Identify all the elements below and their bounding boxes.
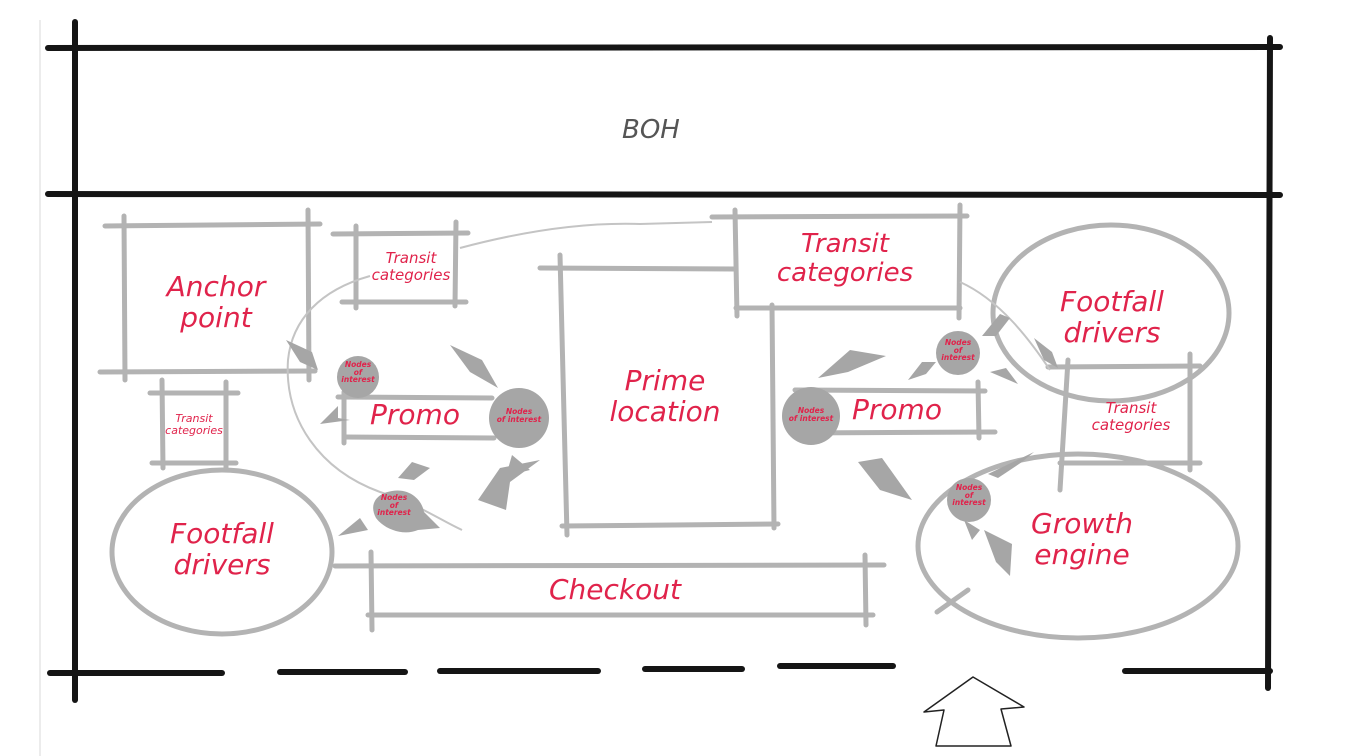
- node-label-2-text: Nodes of interest: [496, 407, 542, 424]
- entrance-arrow-icon: [923, 676, 1025, 747]
- node-label-1: Nodes of interest: [338, 361, 378, 384]
- footfall-drivers-right-label: Footfall drivers: [1040, 286, 1184, 349]
- promo-left-label: Promo: [370, 398, 460, 431]
- growth-engine-label: Growth engine: [1014, 508, 1150, 571]
- node-label-3-text: Nodes of interest: [377, 493, 411, 517]
- node-of-interest-5: [936, 331, 980, 375]
- footfall-drivers-right-text: Footfall drivers: [1060, 285, 1164, 350]
- anchor-point-label: Anchor point: [157, 271, 275, 334]
- transit-left-text: Transit categories: [165, 412, 223, 438]
- transit-top-left-fixture: [330, 219, 471, 311]
- transit-left-fixture: [147, 377, 241, 473]
- node-label-4: Nodes of interest: [783, 407, 839, 422]
- node-label-6-text: Nodes of interest: [952, 483, 986, 507]
- transit-right-text: Transit categories: [1091, 399, 1171, 434]
- prime-location-text: Prime location: [609, 364, 721, 429]
- footfall-drivers-left-label: Footfall drivers: [150, 518, 294, 581]
- node-of-interest-1: [337, 356, 379, 398]
- store-walls: [45, 19, 1283, 703]
- transit-top-left-label: Transit categories: [355, 250, 467, 284]
- transit-right-label: Transit categories: [1072, 400, 1190, 434]
- growth-engine-text: Growth engine: [1031, 507, 1133, 572]
- footfall-drivers-right-fixture: [990, 222, 1232, 404]
- node-label-5-text: Nodes of interest: [941, 338, 975, 362]
- anchor-point-fixture: [97, 207, 323, 383]
- node-label-4-text: Nodes of interest: [788, 406, 834, 423]
- transit-left-label: Transit categories: [158, 412, 230, 438]
- node-label-5: Nodes of interest: [938, 339, 978, 362]
- node-of-interest-3: [373, 490, 440, 533]
- footfall-drivers-left-fixture: [109, 467, 335, 637]
- prime-location-label: Prime location: [590, 365, 740, 428]
- transit-top-right-label: Transit categories: [760, 229, 930, 289]
- promo-right-label: Promo: [852, 393, 942, 426]
- node-of-interest-6: [947, 478, 991, 522]
- growth-engine-fixture: [915, 451, 1241, 641]
- transit-top-left-text: Transit categories: [371, 249, 451, 284]
- anchor-point-text: Anchor point: [166, 270, 266, 335]
- prime-location-fixture: [537, 252, 781, 538]
- boh-label: BOH: [622, 115, 680, 145]
- transit-top-right-text: Transit categories: [776, 229, 914, 289]
- store-front-wall: [47, 663, 1273, 676]
- footfall-drivers-left-text: Footfall drivers: [170, 517, 274, 582]
- node-label-6: Nodes of interest: [949, 484, 989, 507]
- flow-arrows: [286, 314, 1058, 576]
- node-label-1-text: Nodes of interest: [341, 360, 375, 384]
- node-label-2: Nodes of interest: [492, 408, 546, 423]
- node-label-3: Nodes of interest: [374, 494, 414, 517]
- checkout-fixture: [332, 549, 887, 633]
- checkout-label: Checkout: [549, 573, 681, 606]
- transit-right-fixture: [1045, 351, 1203, 493]
- node-of-interest-2: [489, 388, 549, 448]
- node-of-interest-4: [782, 387, 840, 445]
